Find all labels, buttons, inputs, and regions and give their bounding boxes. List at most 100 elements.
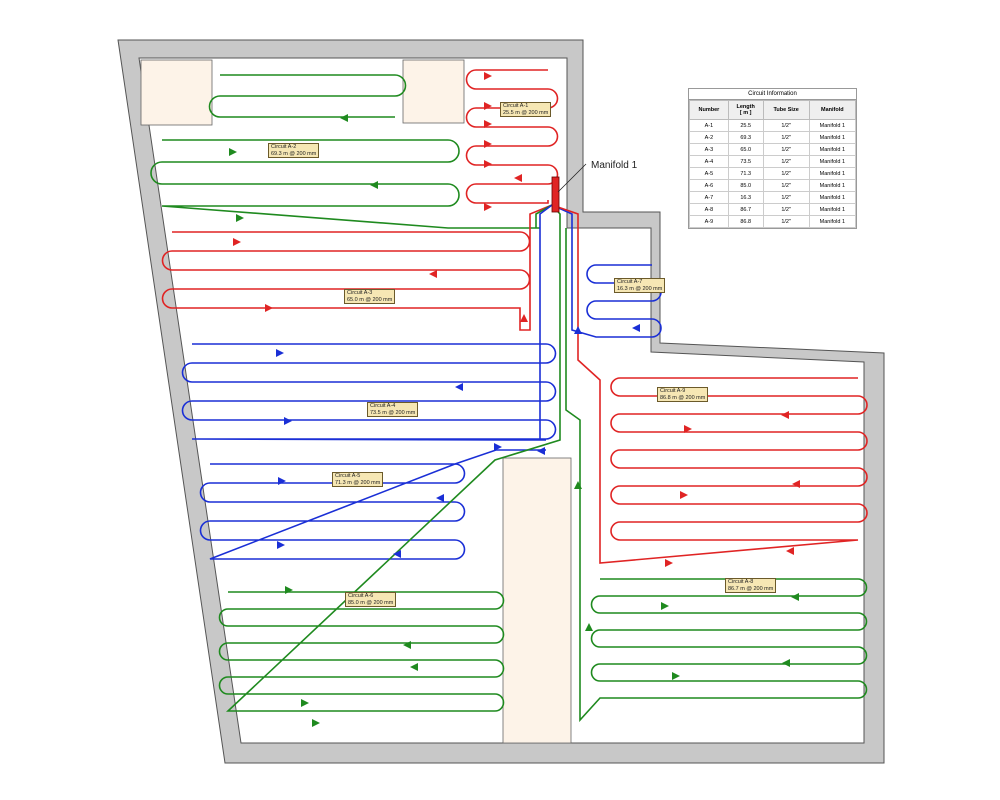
circuit-spec: 69.3 m @ 200 mm xyxy=(271,150,317,157)
heating-circuits xyxy=(150,69,868,723)
flow-arrow xyxy=(484,160,492,168)
flow-arrow xyxy=(484,72,492,80)
table-cell: Manifold 1 xyxy=(808,203,857,216)
flow-arrow xyxy=(484,102,492,110)
flow-arrow xyxy=(520,314,528,322)
circuit-spec: 73.5 m @ 200 mm xyxy=(370,409,416,416)
flow-arrow xyxy=(265,304,273,312)
table-cell: 1/2" xyxy=(762,155,810,168)
flow-arrow xyxy=(370,181,378,189)
flow-arrow xyxy=(403,641,411,649)
flow-arrow xyxy=(484,120,492,128)
table-cell: 1/2" xyxy=(762,215,810,228)
table-cell: 25.5 xyxy=(727,119,764,132)
table-cell: A-7 xyxy=(689,191,729,204)
room-top-left xyxy=(140,59,213,126)
table-cell: 69.3 xyxy=(727,131,764,144)
table-cell: A-9 xyxy=(689,215,729,228)
circuit-spec: 86.8 m @ 200 mm xyxy=(660,394,706,401)
circuit-name: Circuit A-1 xyxy=(503,103,529,109)
circuit-spec: 65.0 m @ 200 mm xyxy=(347,296,393,303)
circuit-name: Circuit A-5 xyxy=(335,473,361,479)
table-cell: Manifold 1 xyxy=(808,191,857,204)
table-cell: A-2 xyxy=(689,131,729,144)
circuit-spec: 16.3 m @ 200 mm xyxy=(617,285,663,292)
flow-arrow xyxy=(585,623,593,631)
manifold-feed-line xyxy=(529,204,553,228)
table-header-cell: Tube Size xyxy=(762,100,810,120)
circuit-a3-pipe xyxy=(161,228,531,331)
flow-arrow xyxy=(301,699,309,707)
circuit-name: Circuit A-2 xyxy=(271,144,297,150)
flow-arrow xyxy=(285,586,293,594)
circuit-spec: 85.0 m @ 200 mm xyxy=(348,599,394,606)
flow-arrow xyxy=(792,480,800,488)
table-cell: 86.8 xyxy=(727,215,764,228)
flow-arrow xyxy=(455,383,463,391)
flow-arrow xyxy=(429,270,437,278)
circuit-spec: 86.7 m @ 200 mm xyxy=(728,585,774,592)
table-header-cell: Length [ m ] xyxy=(727,100,764,120)
table-cell: Manifold 1 xyxy=(808,119,857,132)
flow-arrow xyxy=(514,174,522,182)
manifold-feed-line xyxy=(551,204,579,228)
flow-arrow xyxy=(236,214,244,222)
circuit-a6-pipe xyxy=(218,228,561,712)
table-title: Circuit Information xyxy=(689,89,856,100)
circuit-a8-pipe xyxy=(565,228,868,723)
circuit-name: Circuit A-6 xyxy=(348,593,374,599)
flow-arrow xyxy=(340,114,348,122)
manifold-label: Manifold 1 xyxy=(591,160,638,171)
flow-arrow xyxy=(680,491,688,499)
table-cell: Manifold 1 xyxy=(808,179,857,192)
table-cell: Manifold 1 xyxy=(808,143,857,156)
circuit-spec: 71.3 m @ 200 mm xyxy=(335,479,381,486)
circuit-a4-pipe xyxy=(181,228,557,441)
table-cell: 86.7 xyxy=(727,203,764,216)
flow-arrow xyxy=(786,547,794,555)
table-cell: Manifold 1 xyxy=(808,155,857,168)
table-cell: 1/2" xyxy=(762,143,810,156)
flow-arrow xyxy=(782,659,790,667)
table-cell: Manifold 1 xyxy=(808,215,857,228)
room-center-column xyxy=(502,457,572,744)
circuit-name: Circuit A-9 xyxy=(660,388,686,394)
manifold-leader-line xyxy=(557,163,587,193)
circuit-name: Circuit A-4 xyxy=(370,403,396,409)
table-cell: 85.0 xyxy=(727,179,764,192)
circuit-a1-pipe xyxy=(465,69,559,204)
table-header-cell: Manifold xyxy=(808,100,857,120)
room-top-middle xyxy=(402,59,465,124)
flow-arrow xyxy=(233,238,241,246)
flow-arrow xyxy=(537,447,545,455)
circuit-spec: 25.5 m @ 200 mm xyxy=(503,109,549,116)
table-header-cell: Number xyxy=(689,100,729,120)
table-cell: A-5 xyxy=(689,167,729,180)
table-cell: 73.5 xyxy=(727,155,764,168)
table-cell: 65.0 xyxy=(727,143,764,156)
flow-arrow xyxy=(277,541,285,549)
circuit-a2-pipe-upper xyxy=(208,74,407,118)
flow-arrows xyxy=(229,72,800,727)
flow-arrow xyxy=(393,550,401,558)
manifold-feed-line xyxy=(539,204,553,228)
flow-arrow xyxy=(312,719,320,727)
flow-arrow xyxy=(574,481,582,489)
flow-arrow xyxy=(494,443,502,451)
flow-arrow xyxy=(284,417,292,425)
circuit-a7-pipe xyxy=(571,228,662,338)
flow-arrow xyxy=(278,477,286,485)
flow-arrow xyxy=(672,672,680,680)
